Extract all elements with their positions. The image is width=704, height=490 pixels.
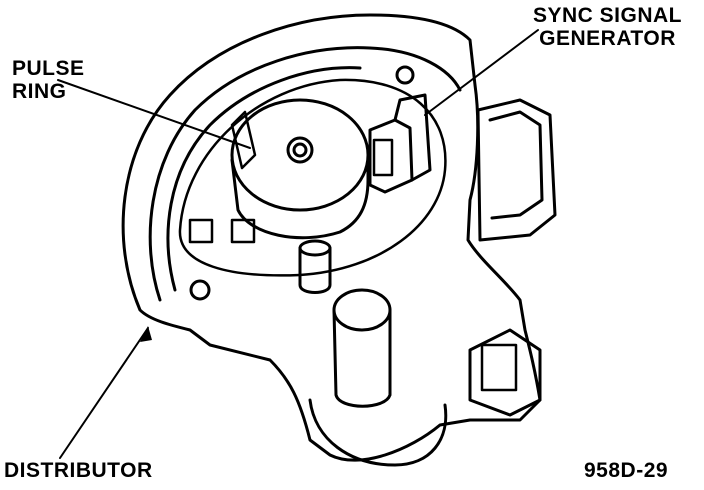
- base-plate: [178, 78, 447, 277]
- pulse-ring-side: [230, 153, 370, 240]
- label-distributor: DISTRIBUTOR: [4, 459, 153, 482]
- label-sync-signal-generator: SYNC SIGNAL GENERATOR: [533, 4, 682, 50]
- sync-generator-face: [372, 138, 394, 177]
- label-pulse-ring-line2: RING: [12, 80, 67, 103]
- tab-left: [188, 218, 214, 244]
- center-nut: [286, 136, 314, 164]
- label-sync-line2: GENERATOR: [539, 27, 676, 50]
- arrow-distributor: [140, 326, 152, 342]
- leader-pulse-ring: [57, 79, 251, 149]
- tab-right: [230, 218, 256, 244]
- connector-upper: [476, 98, 557, 242]
- connector-lower: [468, 328, 542, 417]
- label-sync-line1: SYNC SIGNAL: [533, 4, 683, 27]
- figure-id: 958D-29: [584, 459, 669, 482]
- housing-inner-rim-2: [166, 66, 362, 292]
- housing-outer-rim: [121, 13, 542, 462]
- leader-distributor: [59, 327, 149, 459]
- pulse-ring-shutter: [230, 110, 257, 170]
- label-pulse-ring: PULSE RING: [12, 57, 85, 103]
- housing-inner-rim: [148, 46, 462, 302]
- label-pulse-ring-line1: PULSE: [12, 57, 85, 80]
- screw-top: [395, 65, 415, 85]
- shaft-body: [332, 308, 392, 408]
- screw-left: [189, 279, 211, 301]
- leader-sync-generator: [424, 29, 539, 116]
- shaft-top: [332, 288, 392, 332]
- lower-housing: [308, 398, 448, 467]
- post: [298, 246, 332, 294]
